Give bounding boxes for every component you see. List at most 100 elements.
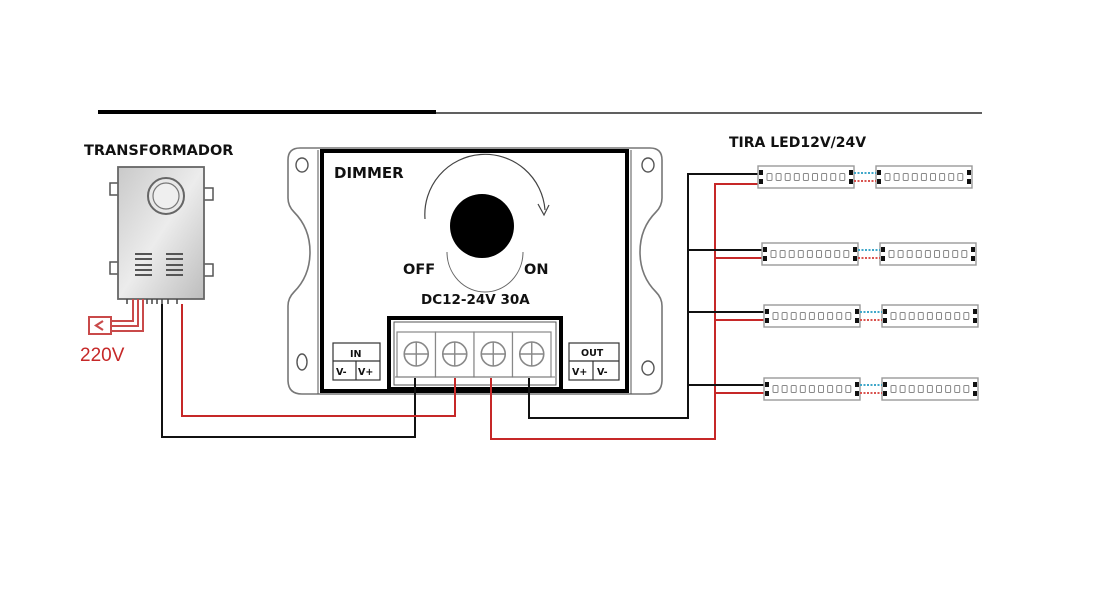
bus-taps	[688, 249, 764, 394]
led-chip-icon	[908, 385, 915, 393]
led-chip-icon	[845, 312, 852, 320]
wire-negative-in	[161, 304, 416, 438]
led-chip-icon	[781, 385, 788, 393]
led-chip-icon	[843, 250, 850, 258]
led-chip-icon	[939, 173, 946, 181]
led-chip-icon	[884, 173, 891, 181]
led-chip-icon	[945, 385, 952, 393]
led-strip-label: TIRA LED12V/24V	[729, 135, 866, 151]
led-chip-icon	[766, 173, 773, 181]
out-terminal-pos: V+	[572, 367, 587, 378]
led-chip-icon	[930, 173, 936, 181]
in-terminal-neg: V-	[336, 367, 347, 378]
led-chip-icon	[890, 312, 897, 320]
mount-hole	[296, 353, 308, 371]
led-chip-icon	[899, 312, 906, 320]
led-chip-icon	[818, 312, 824, 320]
led-chip-icon	[772, 385, 779, 393]
led-chip-icon	[954, 312, 961, 320]
led-chip-icon	[899, 385, 906, 393]
transformer-label: TRANSFORMADOR	[84, 143, 233, 159]
led-chip-icon	[834, 250, 841, 258]
led-chip-icon	[836, 312, 843, 320]
led-strip-segment	[761, 242, 859, 266]
arrow-head-icon	[537, 203, 550, 217]
led-chip-icon	[897, 250, 904, 258]
led-chip-icon	[893, 173, 900, 181]
led-chip-icon	[888, 250, 895, 258]
mount-hole	[641, 157, 655, 173]
led-chip-icon	[770, 250, 777, 258]
led-chip-icon	[963, 312, 970, 320]
led-chip-icon	[821, 173, 828, 181]
led-chip-icon	[790, 312, 797, 320]
led-chip-icon	[825, 250, 832, 258]
led-chip-icon	[808, 385, 815, 393]
led-chip-icon	[797, 250, 804, 258]
led-chip-icon	[806, 250, 813, 258]
led-strip-segment	[763, 377, 861, 401]
wire-positive-in	[181, 304, 456, 417]
transformer-pins	[126, 299, 178, 304]
led-chip-icon	[926, 385, 933, 393]
wiring	[161, 173, 760, 440]
led-chip-icon	[902, 173, 909, 181]
led-chip-icon	[839, 173, 846, 181]
screw-terminal	[473, 331, 514, 378]
dimmer: DIMMER OFF ON DC12-24V 30A IN V- V+ OUT …	[287, 147, 663, 395]
led-chip-icon	[830, 173, 837, 181]
led-chip-icon	[963, 385, 970, 393]
led-strip-segment	[875, 165, 973, 189]
led-chip-icon	[943, 250, 950, 258]
led-chip-icon	[793, 173, 800, 181]
led-chip-icon	[934, 250, 940, 258]
led-chip-icon	[827, 312, 834, 320]
led-chip-icon	[936, 312, 942, 320]
header-rule	[98, 110, 982, 114]
led-chip-icon	[799, 312, 806, 320]
output-terminal-label: OUT V+ V-	[568, 342, 620, 381]
led-chip-icon	[772, 312, 779, 320]
wire-negative-out	[528, 173, 760, 419]
led-chip-icon	[790, 385, 797, 393]
led-chip-icon	[917, 385, 924, 393]
led-chip-icon	[784, 173, 791, 181]
mains-voltage-label: 220V	[80, 345, 125, 366]
led-chip-icon	[845, 385, 852, 393]
led-strip-row	[761, 242, 977, 266]
led-chip-icon	[799, 385, 806, 393]
led-chip-icon	[952, 250, 959, 258]
led-strip-row	[757, 165, 973, 189]
led-chip-icon	[957, 173, 964, 181]
led-strip-segment	[757, 165, 855, 189]
dimmer-knob[interactable]	[450, 194, 514, 258]
screw-terminal	[396, 331, 437, 378]
screw-terminal	[511, 331, 552, 378]
mains-wires	[112, 299, 144, 332]
led-chip-icon	[911, 173, 918, 181]
led-chip-icon	[908, 312, 915, 320]
led-chip-icon	[818, 385, 824, 393]
in-terminal-pos: V+	[358, 367, 373, 378]
screw-terminal	[434, 331, 475, 378]
led-chip-icon	[775, 173, 782, 181]
led-chip-icon	[906, 250, 913, 258]
knob-off-label: OFF	[403, 262, 435, 278]
led-strip-segment	[879, 242, 977, 266]
led-chip-icon	[917, 312, 924, 320]
led-chip-icon	[936, 385, 942, 393]
led-strips	[757, 165, 979, 401]
input-terminal-label: IN V- V+	[332, 342, 381, 381]
screw-terminals	[396, 331, 552, 378]
led-chip-icon	[961, 250, 968, 258]
out-terminal-neg: V-	[597, 367, 608, 378]
knob-on-label: ON	[524, 262, 548, 278]
led-strip-segment	[881, 304, 979, 328]
led-chip-icon	[816, 250, 822, 258]
dimmer-rating: DC12-24V 30A	[421, 292, 530, 308]
led-chip-icon	[954, 385, 961, 393]
in-label: IN	[350, 349, 362, 360]
led-chip-icon	[788, 250, 795, 258]
dimmer-label: DIMMER	[334, 164, 404, 182]
